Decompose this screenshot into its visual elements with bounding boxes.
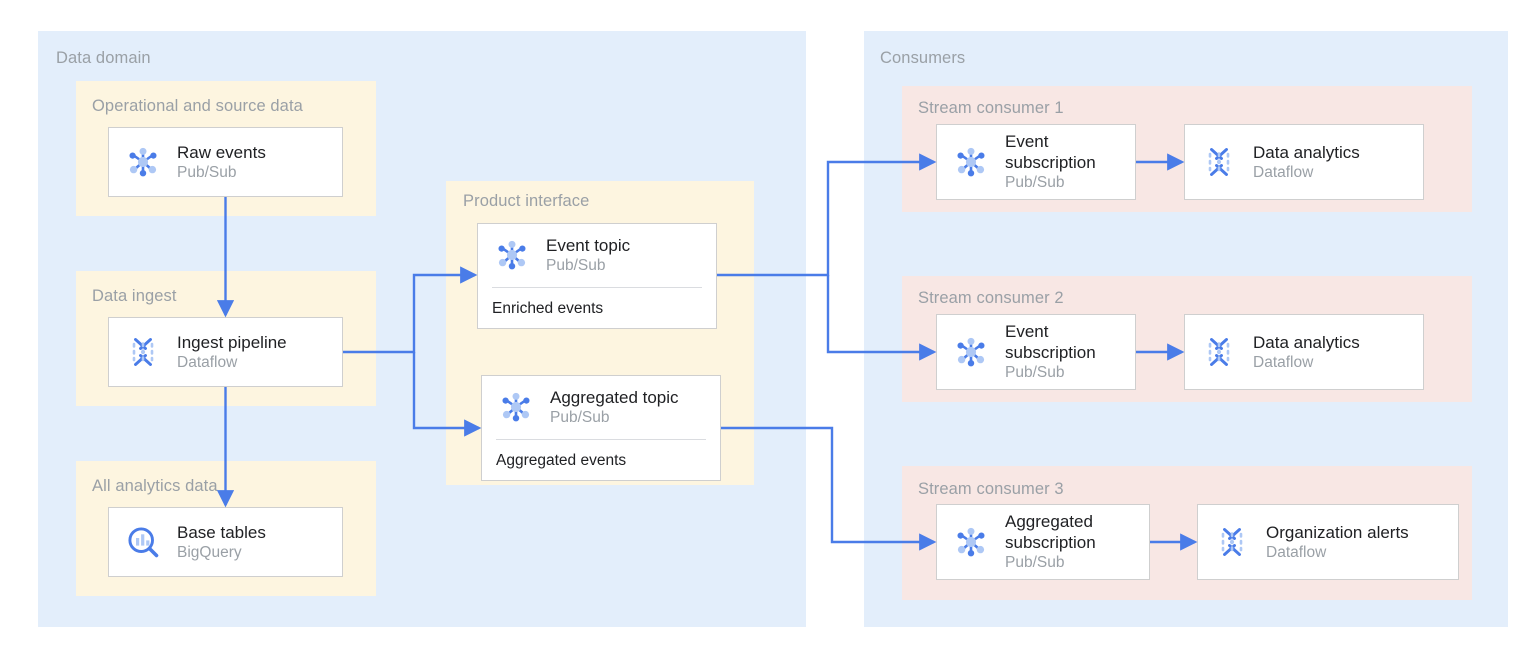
dataflow-icon (1199, 142, 1239, 182)
node-data-analytics-1-title: Data analytics (1253, 142, 1360, 162)
node-ingest-pipeline[interactable]: Ingest pipeline Dataflow (108, 317, 343, 387)
node-raw-events[interactable]: Raw events Pub/Sub (108, 127, 343, 197)
node-event-topic-service: Pub/Sub (546, 256, 606, 274)
node-aggregated-subscription-main: Aggregated subscription Pub/Sub (937, 505, 1149, 579)
node-data-analytics-2-text: Data analytics Dataflow (1253, 332, 1360, 373)
node-aggregated-topic-text: Aggregated topic Pub/Sub (550, 387, 679, 428)
node-base-tables-service: BigQuery (177, 543, 242, 561)
node-data-analytics-2-service: Dataflow (1253, 353, 1314, 371)
node-aggregated-topic-divider (496, 439, 706, 440)
node-base-tables[interactable]: Base tables BigQuery (108, 507, 343, 577)
node-organization-alerts-title: Organization alerts (1266, 522, 1409, 542)
node-aggregated-topic-main: Aggregated topic Pub/Sub (482, 375, 720, 439)
group-all-analytics-data-label: All analytics data (92, 477, 218, 495)
node-aggregated-topic-title: Aggregated topic (550, 387, 679, 407)
node-event-subscription-1[interactable]: Event subscription Pub/Sub (936, 124, 1136, 200)
node-base-tables-text: Base tables BigQuery (177, 522, 266, 563)
pubsub-icon (951, 522, 991, 562)
node-event-topic-main: Event topic Pub/Sub (478, 223, 716, 287)
node-event-subscription-2-service: Pub/Sub (1005, 364, 1065, 381)
node-organization-alerts-main: Organization alerts Dataflow (1198, 505, 1458, 579)
node-event-subscription-1-main: Event subscription Pub/Sub (937, 125, 1135, 199)
bigquery-icon (123, 522, 163, 562)
node-base-tables-main: Base tables BigQuery (109, 508, 342, 576)
node-event-subscription-1-service: Pub/Sub (1005, 174, 1065, 191)
node-event-subscription-2-text: Event subscription Pub/Sub (1005, 321, 1096, 383)
node-aggregated-topic-service: Pub/Sub (550, 408, 610, 426)
node-ingest-pipeline-service: Dataflow (177, 353, 238, 371)
node-aggregated-subscription-title: Aggregated subscription (1005, 512, 1096, 552)
pubsub-icon (951, 142, 991, 182)
node-raw-events-service: Pub/Sub (177, 163, 237, 181)
dataflow-icon (123, 332, 163, 372)
node-data-analytics-1-text: Data analytics Dataflow (1253, 142, 1360, 183)
group-data-ingest-label: Data ingest (92, 287, 177, 305)
node-organization-alerts[interactable]: Organization alerts Dataflow (1197, 504, 1459, 580)
group-stream-consumer-3-label: Stream consumer 3 (918, 480, 1064, 498)
node-data-analytics-2[interactable]: Data analytics Dataflow (1184, 314, 1424, 390)
pubsub-icon (123, 142, 163, 182)
group-stream-consumer-1-label: Stream consumer 1 (918, 99, 1064, 117)
group-data-domain-label: Data domain (56, 49, 151, 67)
node-aggregated-subscription[interactable]: Aggregated subscription Pub/Sub (936, 504, 1150, 580)
node-ingest-pipeline-text: Ingest pipeline Dataflow (177, 332, 287, 373)
node-aggregated-topic[interactable]: Aggregated topic Pub/Sub Aggregated even… (481, 375, 721, 481)
node-raw-events-title: Raw events (177, 142, 266, 162)
node-data-analytics-1-main: Data analytics Dataflow (1185, 125, 1423, 199)
node-organization-alerts-text: Organization alerts Dataflow (1266, 522, 1409, 563)
node-aggregated-subscription-text: Aggregated subscription Pub/Sub (1005, 511, 1096, 573)
node-event-topic-footer: Enriched events (492, 299, 604, 317)
node-raw-events-text: Raw events Pub/Sub (177, 142, 266, 183)
pubsub-icon (496, 387, 536, 427)
node-event-subscription-1-title: Event subscription (1005, 132, 1096, 172)
node-event-topic[interactable]: Event topic Pub/Sub Enriched events (477, 223, 717, 329)
node-event-subscription-2[interactable]: Event subscription Pub/Sub (936, 314, 1136, 390)
pubsub-icon (951, 332, 991, 372)
node-data-analytics-2-main: Data analytics Dataflow (1185, 315, 1423, 389)
group-consumers-label: Consumers (880, 49, 966, 67)
node-base-tables-title: Base tables (177, 522, 266, 542)
node-aggregated-topic-footer: Aggregated events (496, 451, 627, 469)
group-stream-consumer-2-label: Stream consumer 2 (918, 289, 1064, 307)
group-product-interface-label: Product interface (463, 192, 590, 210)
dataflow-icon (1212, 522, 1252, 562)
node-event-subscription-1-text: Event subscription Pub/Sub (1005, 131, 1096, 193)
node-aggregated-subscription-service: Pub/Sub (1005, 554, 1065, 571)
node-event-subscription-2-title: Event subscription (1005, 322, 1096, 362)
dataflow-icon (1199, 332, 1239, 372)
node-data-analytics-1[interactable]: Data analytics Dataflow (1184, 124, 1424, 200)
node-data-analytics-1-service: Dataflow (1253, 163, 1314, 181)
node-organization-alerts-service: Dataflow (1266, 543, 1327, 561)
node-event-topic-title: Event topic (546, 235, 631, 255)
group-operational-source-data-label: Operational and source data (92, 97, 303, 115)
node-event-topic-divider (492, 287, 702, 288)
node-event-subscription-2-main: Event subscription Pub/Sub (937, 315, 1135, 389)
node-event-topic-text: Event topic Pub/Sub (546, 235, 630, 276)
node-data-analytics-2-title: Data analytics (1253, 332, 1360, 352)
node-ingest-pipeline-main: Ingest pipeline Dataflow (109, 318, 342, 386)
node-raw-events-main: Raw events Pub/Sub (109, 128, 342, 196)
pubsub-icon (492, 235, 532, 275)
node-ingest-pipeline-title: Ingest pipeline (177, 332, 287, 352)
